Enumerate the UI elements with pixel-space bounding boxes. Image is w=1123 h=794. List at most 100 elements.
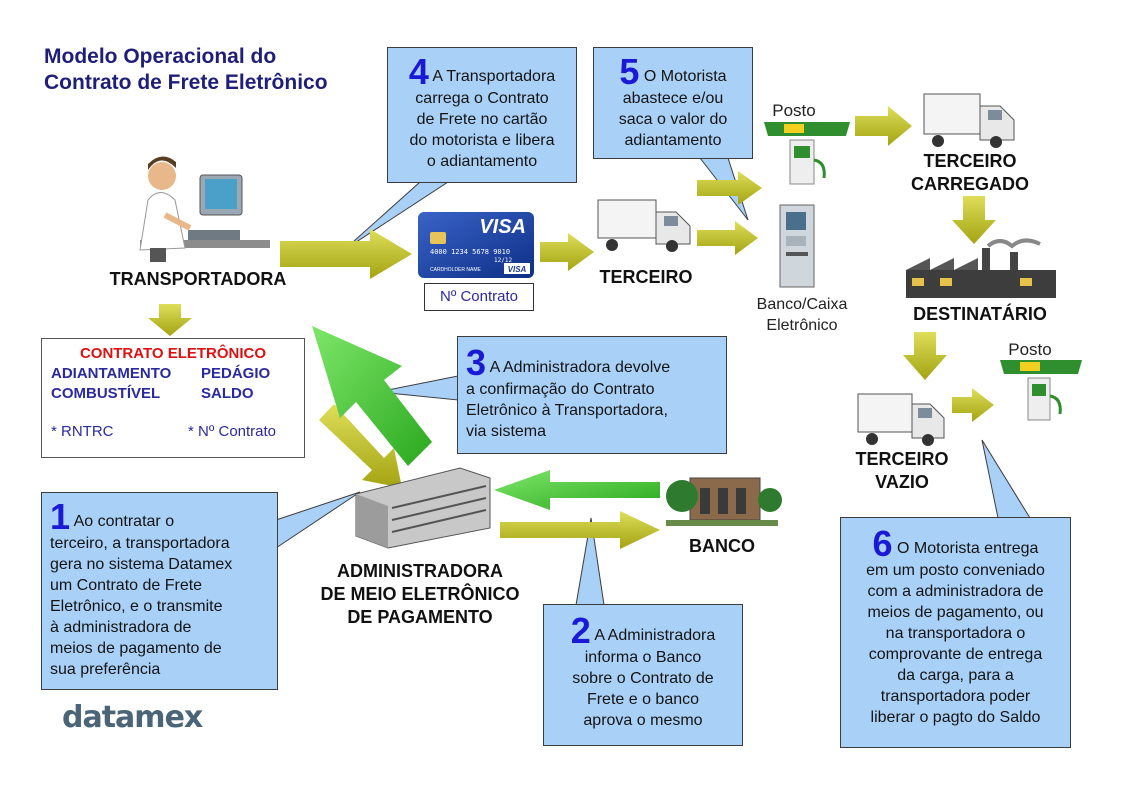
callout-6-line-9: liberar o pagto do Saldo [870, 709, 1041, 726]
card-number: 4000 1234 5678 9010 [430, 248, 510, 256]
label-administradora-line-2: DE MEIO ELETRÔNICO [320, 584, 520, 604]
administradora-building-icon [355, 467, 491, 549]
label-posto-top: Posto [772, 101, 816, 120]
arrow-administradora-to-banco [500, 511, 660, 549]
callout-3-line-2: a confirmação do Contrato [466, 381, 655, 398]
callout-3-number: 3 [466, 342, 487, 383]
title-line-1: Modelo Operacional do [44, 45, 277, 68]
callout-2-line-4: Frete e o banco [586, 691, 700, 708]
callout-5-line-1: O Motorista [643, 68, 727, 85]
title-line-2: Contrato de Frete Eletrônico [44, 71, 328, 94]
label-terceiro-carregado: TERCEIRO CARREGADO [890, 150, 1050, 196]
visa-card-icon: VISA 4000 1234 5678 9010 12/12 CARDHOLDE… [418, 212, 534, 278]
callout-5-line-3: saca o valor do [618, 111, 728, 128]
contract-adiantamento: ADIANTAMENTO [51, 365, 172, 382]
terceiro-truck-icon [597, 199, 691, 252]
label-banco-caixa-line-2: Eletrônico [766, 317, 838, 334]
label-destinatario: DESTINATÁRIO [896, 303, 1064, 326]
callout-6-line-8: transportadora poder [880, 688, 1031, 705]
callout-1-line-3: gera no sistema Datamex [50, 556, 233, 573]
callout-3: 3 A Administradora devolve a confirmação… [457, 336, 727, 454]
callout-1-line-2: terceiro, a transportadora [50, 535, 230, 552]
arrow-carregado-to-destinatario [952, 196, 996, 244]
callout-6-line-2: em um posto conveniado [866, 562, 1045, 579]
arrow-banco-to-administradora [494, 470, 660, 510]
caixa-eletronico-icon [779, 204, 815, 288]
card-expiry: 12/12 [494, 257, 512, 264]
callout-1-line-5: Eletrônico, e o transmite [50, 598, 223, 615]
callout-2-line-5: aprova o mesmo [583, 712, 703, 729]
callout-2-line-3: sobre o Contrato de [572, 670, 714, 687]
contract-saldo: SALDO [201, 385, 254, 402]
callout-1-line-6: à administradora de [50, 619, 192, 636]
callout-1: 1 Ao contratar o terceiro, a transportad… [41, 492, 278, 690]
callout-2: 2 A Administradora informa o Banco sobre… [543, 604, 743, 746]
callout-6-line-3: com a administradora de [867, 583, 1044, 600]
callout-6-number: 6 [872, 523, 893, 564]
transportadora-person-icon [139, 156, 270, 262]
contract-rntrc: * RNTRC [51, 423, 114, 440]
contract-combustivel: COMBUSTÍVEL [51, 385, 161, 402]
arrow-destinatario-to-vazio [903, 332, 947, 380]
label-administradora-line-3: DE PAGAMENTO [347, 607, 493, 627]
label-destinatario-text: DESTINATÁRIO [913, 304, 1047, 324]
callout-4-line-2: carrega o Contrato [415, 90, 549, 107]
contract-nr-contrato: * Nº Contrato [188, 423, 277, 440]
label-terceiro-vazio: TERCEIRO VAZIO [842, 448, 962, 494]
callout-5-number: 5 [619, 51, 640, 92]
page-title: Modelo Operacional do Contrato de Frete … [44, 44, 328, 96]
callout-1-number: 1 [50, 496, 71, 537]
label-banco-text: BANCO [689, 536, 755, 556]
card-brand-small: VISA [508, 265, 527, 274]
contract-pedagio: PEDÁGIO [201, 365, 271, 382]
arrow-terceiro-to-caixa [697, 221, 758, 255]
label-posto-bottom: Posto [1008, 340, 1052, 359]
callout-1-line-1: Ao contratar o [73, 513, 175, 530]
callout-2-line-2: informa o Banco [584, 649, 702, 666]
callout-6-line-7: da carga, para a [897, 667, 1014, 684]
card-holder: CARDHOLDER NAME [430, 267, 482, 273]
arrow-vazio-to-posto [952, 388, 994, 422]
arrow-transportadora-to-contract [148, 304, 192, 336]
callout-6-line-1: O Motorista entrega [897, 540, 1039, 557]
posto-top-icon [764, 122, 850, 185]
terceiro-carregado-truck-icon [923, 93, 1015, 148]
arrow-transportadora-to-card [280, 229, 412, 279]
label-administradora: ADMINISTRADORA DE MEIO ELETRÔNICO DE PAG… [292, 560, 548, 629]
callout-4-number: 4 [408, 51, 429, 92]
callout-4-line-4: do motorista e libera [409, 132, 555, 149]
callout-4-line-3: de Frete no cartão [416, 111, 548, 128]
label-banco-caixa: Banco/Caixa Eletrônico [742, 294, 862, 336]
callout-1-tail [275, 491, 361, 549]
datamex-logo: datamex [62, 700, 203, 735]
callout-6-tail [981, 439, 1031, 519]
callout-6-line-4: meios de pagamento, ou [867, 604, 1044, 621]
label-banco: BANCO [674, 535, 770, 558]
posto-bottom-icon [1000, 360, 1082, 421]
label-transportadora-text: TRANSPORTADORA [109, 269, 287, 289]
callout-6-line-6: comprovante de entrega [868, 646, 1043, 663]
arrow-posto-to-carregado [855, 106, 912, 146]
callout-2-line-1: A Administradora [594, 627, 716, 644]
callout-5: 5 O Motorista abastece e/ou saca o valor… [593, 47, 753, 159]
card-brand: VISA [479, 216, 526, 238]
label-terceiro-carregado-line-2: CARREGADO [910, 174, 1029, 194]
label-terceiro-vazio-line-2: VAZIO [875, 472, 929, 492]
callout-2-number: 2 [570, 610, 591, 651]
arrow-contract-to-administradora [319, 404, 402, 488]
contract-title: CONTRATO ELETRÔNICO [79, 345, 267, 362]
contrato-eletronico-box: CONTRATO ELETRÔNICO ADIANTAMENTO PEDÁGIO… [41, 338, 305, 458]
callout-3-line-4: via sistema [466, 423, 547, 440]
callout-5-line-2: abastece e/ou [622, 90, 724, 107]
label-terceiro-carregado-line-1: TERCEIRO [923, 151, 1017, 171]
callout-1-line-7: meios de pagamento de [50, 640, 222, 657]
callout-6: 6 O Motorista entrega em um posto conven… [840, 517, 1071, 748]
terceiro-vazio-truck-icon [857, 393, 945, 446]
callout-3-line-1: A Administradora devolve [489, 359, 671, 376]
label-transportadora: TRANSPORTADORA [92, 268, 304, 291]
label-terceiro-text: TERCEIRO [599, 267, 693, 287]
nr-contrato-box: Nº Contrato [424, 283, 534, 311]
datamex-logo-text: datamex [62, 700, 203, 735]
label-administradora-line-1: ADMINISTRADORA [337, 561, 503, 581]
